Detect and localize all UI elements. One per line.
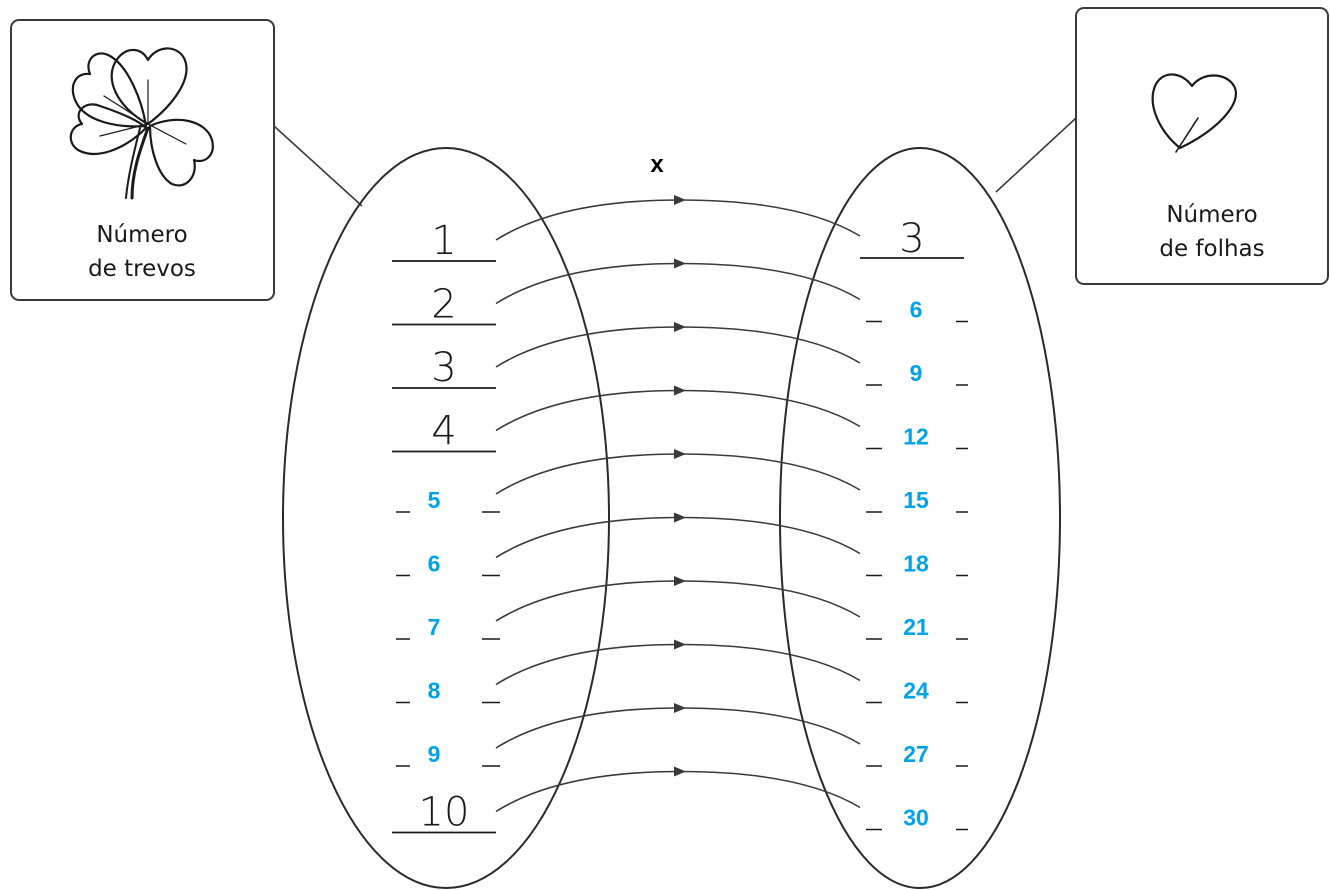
codomain-value-answer: 18	[903, 551, 929, 577]
right-label-line2: de folhas	[1159, 236, 1264, 262]
mapping-arrow	[495, 449, 686, 495]
domain-value-answer: 7	[428, 614, 441, 640]
mapping-arrow-tail	[679, 643, 861, 682]
domain-value-answer: 8	[428, 678, 441, 704]
mapping-arrow-tail	[679, 516, 861, 555]
codomain-value-answer: 30	[903, 805, 929, 831]
codomain-value-answer: 9	[910, 360, 923, 386]
left-label-line2: de trevos	[88, 256, 196, 282]
domain-value-answer: 5	[428, 487, 441, 513]
codomain-value-answer: 15	[903, 487, 929, 513]
domain-value-answer: 9	[428, 741, 441, 767]
mapping-arrow	[495, 195, 686, 241]
mapping-arrow-tail	[679, 707, 861, 745]
codomain-value-answer: 12	[903, 424, 929, 450]
codomain-value-answer: 21	[903, 614, 929, 640]
mapping-arrow	[495, 766, 686, 813]
mapping-arrow-tail	[679, 580, 861, 618]
operator-label: x	[650, 151, 664, 178]
mapping-arrow	[495, 322, 686, 368]
mapping-arrow-tail	[679, 389, 861, 428]
codomain-value-answer: 27	[903, 741, 929, 767]
mapping-arrow-tail	[679, 199, 861, 237]
right-label-line1: Número	[1166, 202, 1257, 228]
mapping-arrow	[495, 385, 686, 432]
codomain-value-answer: 6	[910, 297, 923, 323]
mapping-arrow-tail	[679, 262, 861, 301]
domain-value: 4	[431, 409, 456, 455]
codomain-set-ellipse	[779, 147, 1061, 889]
domain-value: 3	[431, 345, 456, 391]
clover-icon	[69, 47, 214, 200]
codomain-value-answer: 24	[903, 678, 929, 704]
mapping-arrow	[495, 512, 686, 559]
right-connector-line	[995, 117, 1077, 193]
mapping-arrow-tail	[679, 453, 861, 491]
domain-value: 10	[419, 790, 470, 836]
mapping-arrow-tail	[679, 770, 861, 809]
mapping-arrow	[495, 258, 686, 305]
domain-set-ellipse	[282, 147, 610, 889]
left-label-line1: Número	[96, 222, 187, 248]
mapping-rows: 1 3 2 6 3 9 4 12 5 15 6 18 7 21 8 24 9 27 10 30	[392, 195, 968, 836]
mapping-arrow	[495, 703, 686, 749]
domain-value: 1	[431, 218, 456, 264]
leaf-icon	[1151, 73, 1237, 153]
mapping-arrow	[495, 576, 686, 622]
left-connector-line	[273, 125, 363, 207]
mapping-arrow	[495, 639, 686, 686]
domain-value-answer: 6	[428, 551, 441, 577]
domain-value: 2	[431, 282, 456, 328]
mapping-arrow-tail	[679, 326, 861, 364]
codomain-value: 3	[899, 216, 924, 262]
left-label-box: Número de trevos	[10, 19, 275, 301]
right-label-box: Número de folhas	[1075, 7, 1329, 285]
